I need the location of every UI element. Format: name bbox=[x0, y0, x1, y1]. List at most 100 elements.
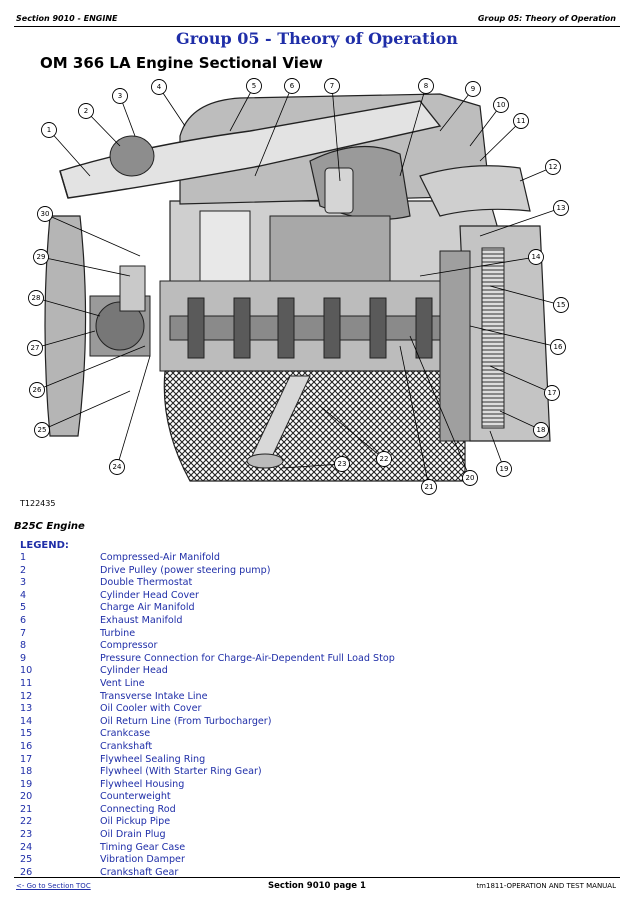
header-section-label: Section 9010 - ENGINE bbox=[16, 14, 118, 23]
engine-name: B25C Engine bbox=[14, 521, 85, 532]
legend-item-number: 4 bbox=[20, 589, 27, 601]
svg-text:5: 5 bbox=[252, 82, 256, 90]
legend-item-number: 19 bbox=[20, 778, 33, 790]
svg-text:10: 10 bbox=[497, 101, 506, 109]
svg-text:6: 6 bbox=[290, 82, 295, 90]
manual-label: tm1811-OPERATION AND TEST MANUAL bbox=[476, 882, 616, 890]
legend-item-number: 12 bbox=[20, 690, 33, 702]
callout-26: 26 bbox=[29, 382, 45, 398]
go-to-section-toc-link[interactable]: <- Go to Section TOC bbox=[16, 882, 91, 890]
legend-item-number: 11 bbox=[20, 677, 33, 689]
legend-item-number: 8 bbox=[20, 640, 27, 652]
legend-item-label: Cylinder Head Cover bbox=[100, 589, 200, 601]
legend-item-number: 23 bbox=[20, 829, 33, 841]
svg-text:17: 17 bbox=[548, 389, 557, 397]
svg-text:11: 11 bbox=[517, 117, 526, 125]
legend-item-number: 6 bbox=[20, 614, 27, 626]
legend-item-label: Timing Gear Case bbox=[100, 841, 186, 853]
svg-text:25: 25 bbox=[38, 426, 47, 434]
legend-item-label: Oil Drain Plug bbox=[100, 829, 166, 841]
callout-6: 6 bbox=[284, 78, 300, 94]
legend-item: 25 Vibration Damper bbox=[20, 854, 580, 867]
header-group-label: Group 05: Theory of Operation bbox=[477, 14, 616, 23]
callout-leaders bbox=[34, 85, 562, 488]
legend-item-label: Counterweight bbox=[100, 791, 171, 803]
legend-item-number: 16 bbox=[20, 740, 33, 752]
svg-text:29: 29 bbox=[37, 253, 46, 261]
legend-item-number: 1 bbox=[20, 552, 27, 563]
legend-item: 15 Crankcase bbox=[20, 728, 580, 741]
callout-7: 7 bbox=[324, 78, 340, 94]
callout-19: 19 bbox=[496, 461, 512, 477]
svg-text:13: 13 bbox=[557, 204, 566, 212]
svg-text:27: 27 bbox=[31, 344, 40, 352]
callout-8: 8 bbox=[418, 78, 434, 94]
callout-11: 11 bbox=[513, 113, 529, 129]
legend-item-label: Crankcase bbox=[100, 728, 151, 740]
legend-item-label: Vibration Damper bbox=[100, 854, 185, 866]
legend-item-number: 26 bbox=[20, 866, 33, 878]
footer-divider bbox=[14, 877, 620, 878]
legend-item-label: Flywheel Sealing Ring bbox=[100, 753, 206, 765]
legend-item-number: 25 bbox=[20, 854, 33, 866]
callout-20: 20 bbox=[462, 470, 478, 486]
svg-text:26: 26 bbox=[33, 386, 42, 394]
legend-item-number: 18 bbox=[20, 766, 33, 778]
svg-text:24: 24 bbox=[113, 463, 122, 471]
legend-item: 16 Crankshaft bbox=[20, 741, 580, 754]
legend-item-number: 7 bbox=[20, 627, 27, 639]
legend-item-label: Charge Air Manifold bbox=[100, 602, 195, 614]
callout-4: 4 bbox=[151, 79, 167, 95]
callout-27: 27 bbox=[27, 340, 43, 356]
legend-item-label: Double Thermostat bbox=[100, 577, 193, 589]
legend-item: 4 Cylinder Head Cover bbox=[20, 590, 580, 603]
svg-text:19: 19 bbox=[500, 465, 509, 473]
legend-item-label: Oil Return Line (From Turbocharger) bbox=[100, 715, 272, 727]
callout-9: 9 bbox=[465, 81, 481, 97]
legend-item-label: Crankshaft bbox=[100, 740, 153, 752]
svg-text:22: 22 bbox=[380, 455, 389, 463]
legend-item-number: 15 bbox=[20, 728, 33, 740]
legend-item-number: 9 bbox=[20, 652, 27, 664]
svg-text:12: 12 bbox=[549, 163, 558, 171]
svg-text:4: 4 bbox=[157, 83, 162, 91]
callout-1: 1 bbox=[41, 122, 57, 138]
callout-28: 28 bbox=[28, 290, 44, 306]
callout-10: 10 bbox=[493, 97, 509, 113]
legend-item-number: 20 bbox=[20, 791, 33, 803]
section-title: OM 366 LA Engine Sectional View bbox=[40, 54, 323, 72]
svg-text:7: 7 bbox=[330, 82, 334, 90]
callout-15: 15 bbox=[553, 297, 569, 313]
callout-markers: 1 2 3 4 5 6 7 8 9 10 11 12 13 14 15 16 1… bbox=[27, 78, 569, 495]
callout-12: 12 bbox=[545, 159, 561, 175]
legend-item-number: 24 bbox=[20, 841, 33, 853]
page-label: Section 9010 page 1 bbox=[268, 881, 366, 891]
legend-item-number: 10 bbox=[20, 665, 33, 677]
callout-30: 30 bbox=[37, 206, 53, 222]
svg-text:20: 20 bbox=[466, 474, 475, 482]
legend-item-number: 14 bbox=[20, 715, 33, 727]
svg-text:14: 14 bbox=[532, 253, 541, 261]
svg-text:16: 16 bbox=[554, 343, 563, 351]
legend-item-label: Turbine bbox=[100, 627, 136, 639]
callout-23: 23 bbox=[334, 456, 350, 472]
legend-item: 1 Compressed-Air Manifold bbox=[20, 552, 580, 565]
svg-text:21: 21 bbox=[425, 483, 434, 491]
svg-text:23: 23 bbox=[338, 460, 347, 468]
svg-text:28: 28 bbox=[32, 294, 41, 302]
engine-drawing bbox=[44, 93, 551, 482]
legend-item: 14 Oil Return Line (From Turbocharger) bbox=[20, 716, 580, 729]
legend-item-label: Drive Pulley (power steering pump) bbox=[100, 564, 271, 576]
legend-item-label: Compressed-Air Manifold bbox=[100, 552, 221, 563]
